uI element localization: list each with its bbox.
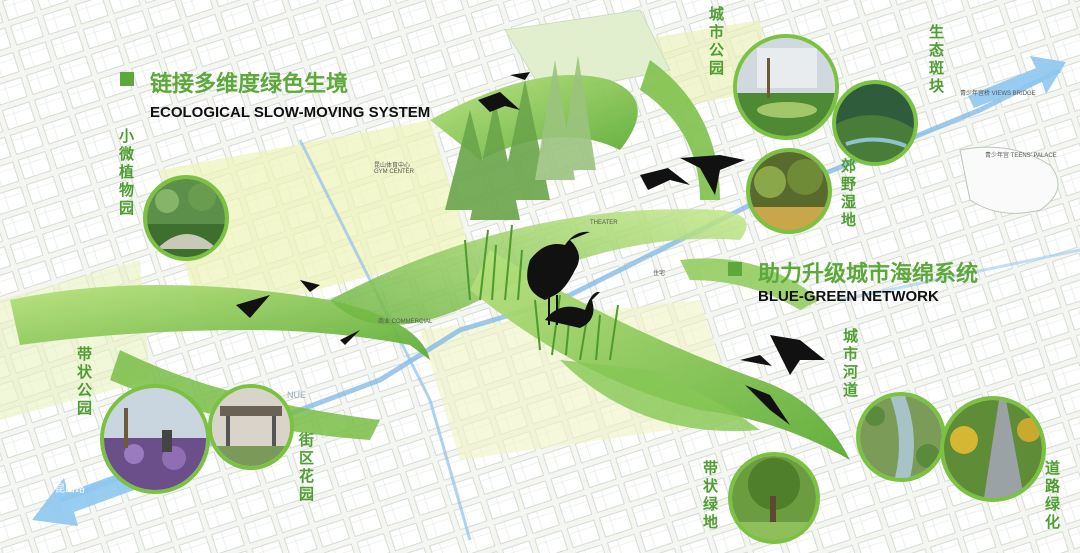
- map-label-bridge: 青少年宫桥 VIEWS BRIDGE: [960, 91, 1036, 97]
- heading-left-marker: [120, 72, 134, 86]
- label-city-park: 城市公园: [707, 6, 725, 78]
- heading-right-en: BLUE-GREEN NETWORK: [758, 288, 939, 305]
- label-belt-park: 带状公园: [75, 346, 93, 418]
- label-suburban-wetland: 郊野湿地: [839, 158, 857, 230]
- photo-belt-green: [728, 452, 820, 544]
- label-micro-garden: 小微植物园: [117, 128, 135, 218]
- photo-road-green: [940, 396, 1046, 502]
- heading-left-en: ECOLOGICAL SLOW-MOVING SYSTEM: [150, 104, 431, 121]
- label-belt-green: 带状绿地: [701, 460, 719, 532]
- photo-city-river: [856, 392, 946, 482]
- photo-city-park: [733, 34, 839, 140]
- label-road-green: 道路绿化: [1043, 460, 1061, 532]
- heading-right-marker: [728, 262, 742, 276]
- photo-micro-garden: [143, 175, 229, 261]
- map-label-gym: 昆山体育中心 GYM CENTER: [374, 163, 415, 175]
- heading-right-zh: 助力升级城市海绵系统: [758, 262, 979, 287]
- map-label-teens-palace: 青少年宫 TEENS' PALACE: [985, 153, 1057, 159]
- map-label-road: 昆山路: [55, 484, 85, 495]
- map-label-residential: 住宅: [653, 271, 666, 277]
- label-street-garden: 街区花园: [297, 432, 315, 504]
- map-label-lane: NUE: [287, 390, 307, 400]
- photo-suburban-wetland: [746, 148, 832, 234]
- photo-street-garden: [208, 384, 294, 470]
- map-label-theater: THEATER: [590, 220, 618, 226]
- photo-eco-patch: [832, 80, 918, 166]
- heading-left-zh: 链接多维度绿色生境: [150, 72, 349, 97]
- label-eco-patch: 生态斑块: [927, 24, 945, 96]
- photo-belt-park: [100, 384, 210, 494]
- map-label-commercial: 商业 COMMERCIAL: [378, 319, 433, 325]
- label-city-river: 城市河道: [841, 328, 859, 400]
